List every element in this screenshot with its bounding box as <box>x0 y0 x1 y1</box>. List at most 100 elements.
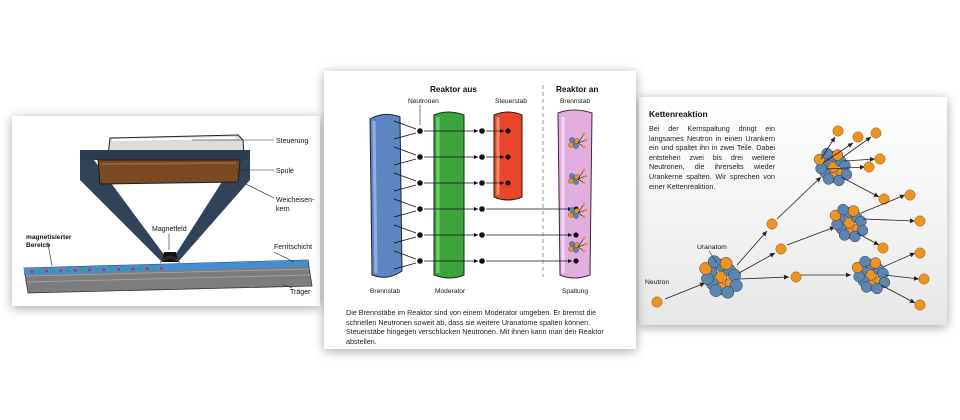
chain-arrow <box>776 176 822 220</box>
title-reactor-on: Reaktor an <box>556 85 598 94</box>
control-block-highlight <box>111 137 237 141</box>
nucleus-part <box>569 207 575 213</box>
label-moderator: Moderator <box>435 288 466 295</box>
neutron-dot <box>417 180 423 186</box>
magnetized-bit <box>66 269 70 273</box>
fission-ray <box>577 243 587 248</box>
coil <box>97 159 241 185</box>
label-traeger: Träger <box>290 289 311 296</box>
label-ferritschicht: Ferritschicht <box>274 244 312 251</box>
label-weicheisen-2: kern <box>276 206 290 213</box>
chain-arrow-head <box>909 218 915 224</box>
core-right-arm <box>172 160 250 262</box>
nucleus-part <box>573 179 579 185</box>
nucleus-part <box>729 279 743 292</box>
nucleus-part <box>833 174 845 187</box>
magnetized-bit <box>124 267 128 271</box>
chain-reaction-caption: Bei der Kernspaltung dringt ein langsame… <box>649 124 775 191</box>
reactor-panel: Reaktor aus Reaktor an Neutronen Steuers… <box>324 71 636 349</box>
neutron-ball <box>790 271 802 283</box>
neutron-dot <box>417 206 423 212</box>
nucleus-part <box>860 281 873 293</box>
neutron-dot <box>479 154 485 160</box>
chain-arrow <box>862 218 916 222</box>
label-neutron: Neutron <box>645 279 669 286</box>
neutron-arrow-head <box>474 207 478 211</box>
nucleus-part <box>569 137 575 143</box>
chain-arrow <box>736 230 768 266</box>
nucleus-part <box>721 285 735 299</box>
fuel-rod-highlight <box>372 120 378 274</box>
neutron-dot <box>417 154 423 160</box>
fission-neutron <box>582 236 586 240</box>
magnetized-bit <box>30 270 34 273</box>
magnetized-bit <box>37 269 41 273</box>
field-line <box>159 255 181 264</box>
chain-arrow-head <box>859 164 865 170</box>
magnetized-bit <box>52 269 56 273</box>
chain-arrow <box>844 158 876 162</box>
neutron-ball <box>918 273 930 285</box>
chain-arrow-head <box>873 240 879 245</box>
neutron-path <box>393 158 417 166</box>
neutron-ball <box>877 242 889 254</box>
magnetized-bit <box>88 268 92 272</box>
chain-arrow <box>882 252 916 268</box>
neutron-ball <box>832 125 844 137</box>
fission-neutron <box>584 208 588 212</box>
label-neutronen: Neutronen <box>408 98 439 105</box>
neutron-dot <box>417 232 423 238</box>
nucleus-part <box>699 262 713 275</box>
magnetic-recording-diagram: Steuerung Spule Weicheisen- kern Magnetf… <box>23 134 315 296</box>
nucleus-part <box>822 173 835 185</box>
title-reactor-off: Reaktor aus <box>430 85 477 94</box>
chain-arrow-head <box>873 192 879 197</box>
reactor-caption: Die Brennstäbe im Reaktor sind von einem… <box>346 308 604 346</box>
nucleus-part <box>849 230 861 243</box>
field-line <box>161 257 179 263</box>
chain-arrow-head <box>865 137 871 142</box>
label-spaltung: Spaltung <box>562 288 588 295</box>
neutron-arrow-head <box>474 233 478 237</box>
fission-neutron <box>582 215 586 219</box>
label-weicheisen-1: Weicheisen- <box>276 197 315 204</box>
nucleus-part <box>719 257 733 270</box>
label-steuerstab: Steuerstab <box>495 98 527 105</box>
fission-neutron <box>582 249 586 253</box>
magnetized-bit <box>59 269 63 273</box>
nucleus-part <box>859 255 871 268</box>
neutron-dot <box>479 232 485 238</box>
magnetized-bit <box>116 267 120 271</box>
fission-neutron <box>582 132 586 136</box>
magnetized-bits <box>30 266 164 273</box>
chain-arrow-head <box>847 143 853 148</box>
nucleus-part <box>871 282 883 295</box>
fission-neutron <box>582 168 586 172</box>
fission-ray <box>577 203 585 214</box>
chain-arrow <box>786 226 836 246</box>
coil-highlight <box>101 162 237 165</box>
absorbed-neutron <box>505 128 511 134</box>
fission-neutron <box>582 181 586 185</box>
fission-ray <box>577 133 585 144</box>
fission-neutron <box>584 174 588 178</box>
magnetized-bit <box>131 267 135 271</box>
neutron-arrow-head <box>568 233 572 237</box>
chain-reaction-title: Kettenreaktion <box>649 109 708 119</box>
chain-reaction-panel: Kettenreaktion Bei der Kernspaltung drin… <box>639 97 947 325</box>
nucleus-part <box>829 209 842 222</box>
neutron-path <box>393 172 417 182</box>
neutron-arrow-head <box>500 155 504 159</box>
nucleus-part <box>821 147 833 160</box>
nucleus-part <box>568 212 574 218</box>
chain-arrow <box>840 176 880 198</box>
label-spule: Spule <box>276 168 294 175</box>
nucleus-part <box>709 284 723 297</box>
fission-neutron <box>582 145 586 149</box>
neutron-dot <box>417 128 423 134</box>
neutron-dot <box>479 180 485 186</box>
label-magnetfeld: Magnetfeld <box>152 226 187 233</box>
fission-neutron <box>582 202 586 206</box>
neutron-path <box>393 224 417 234</box>
chain-arrow <box>738 276 790 280</box>
